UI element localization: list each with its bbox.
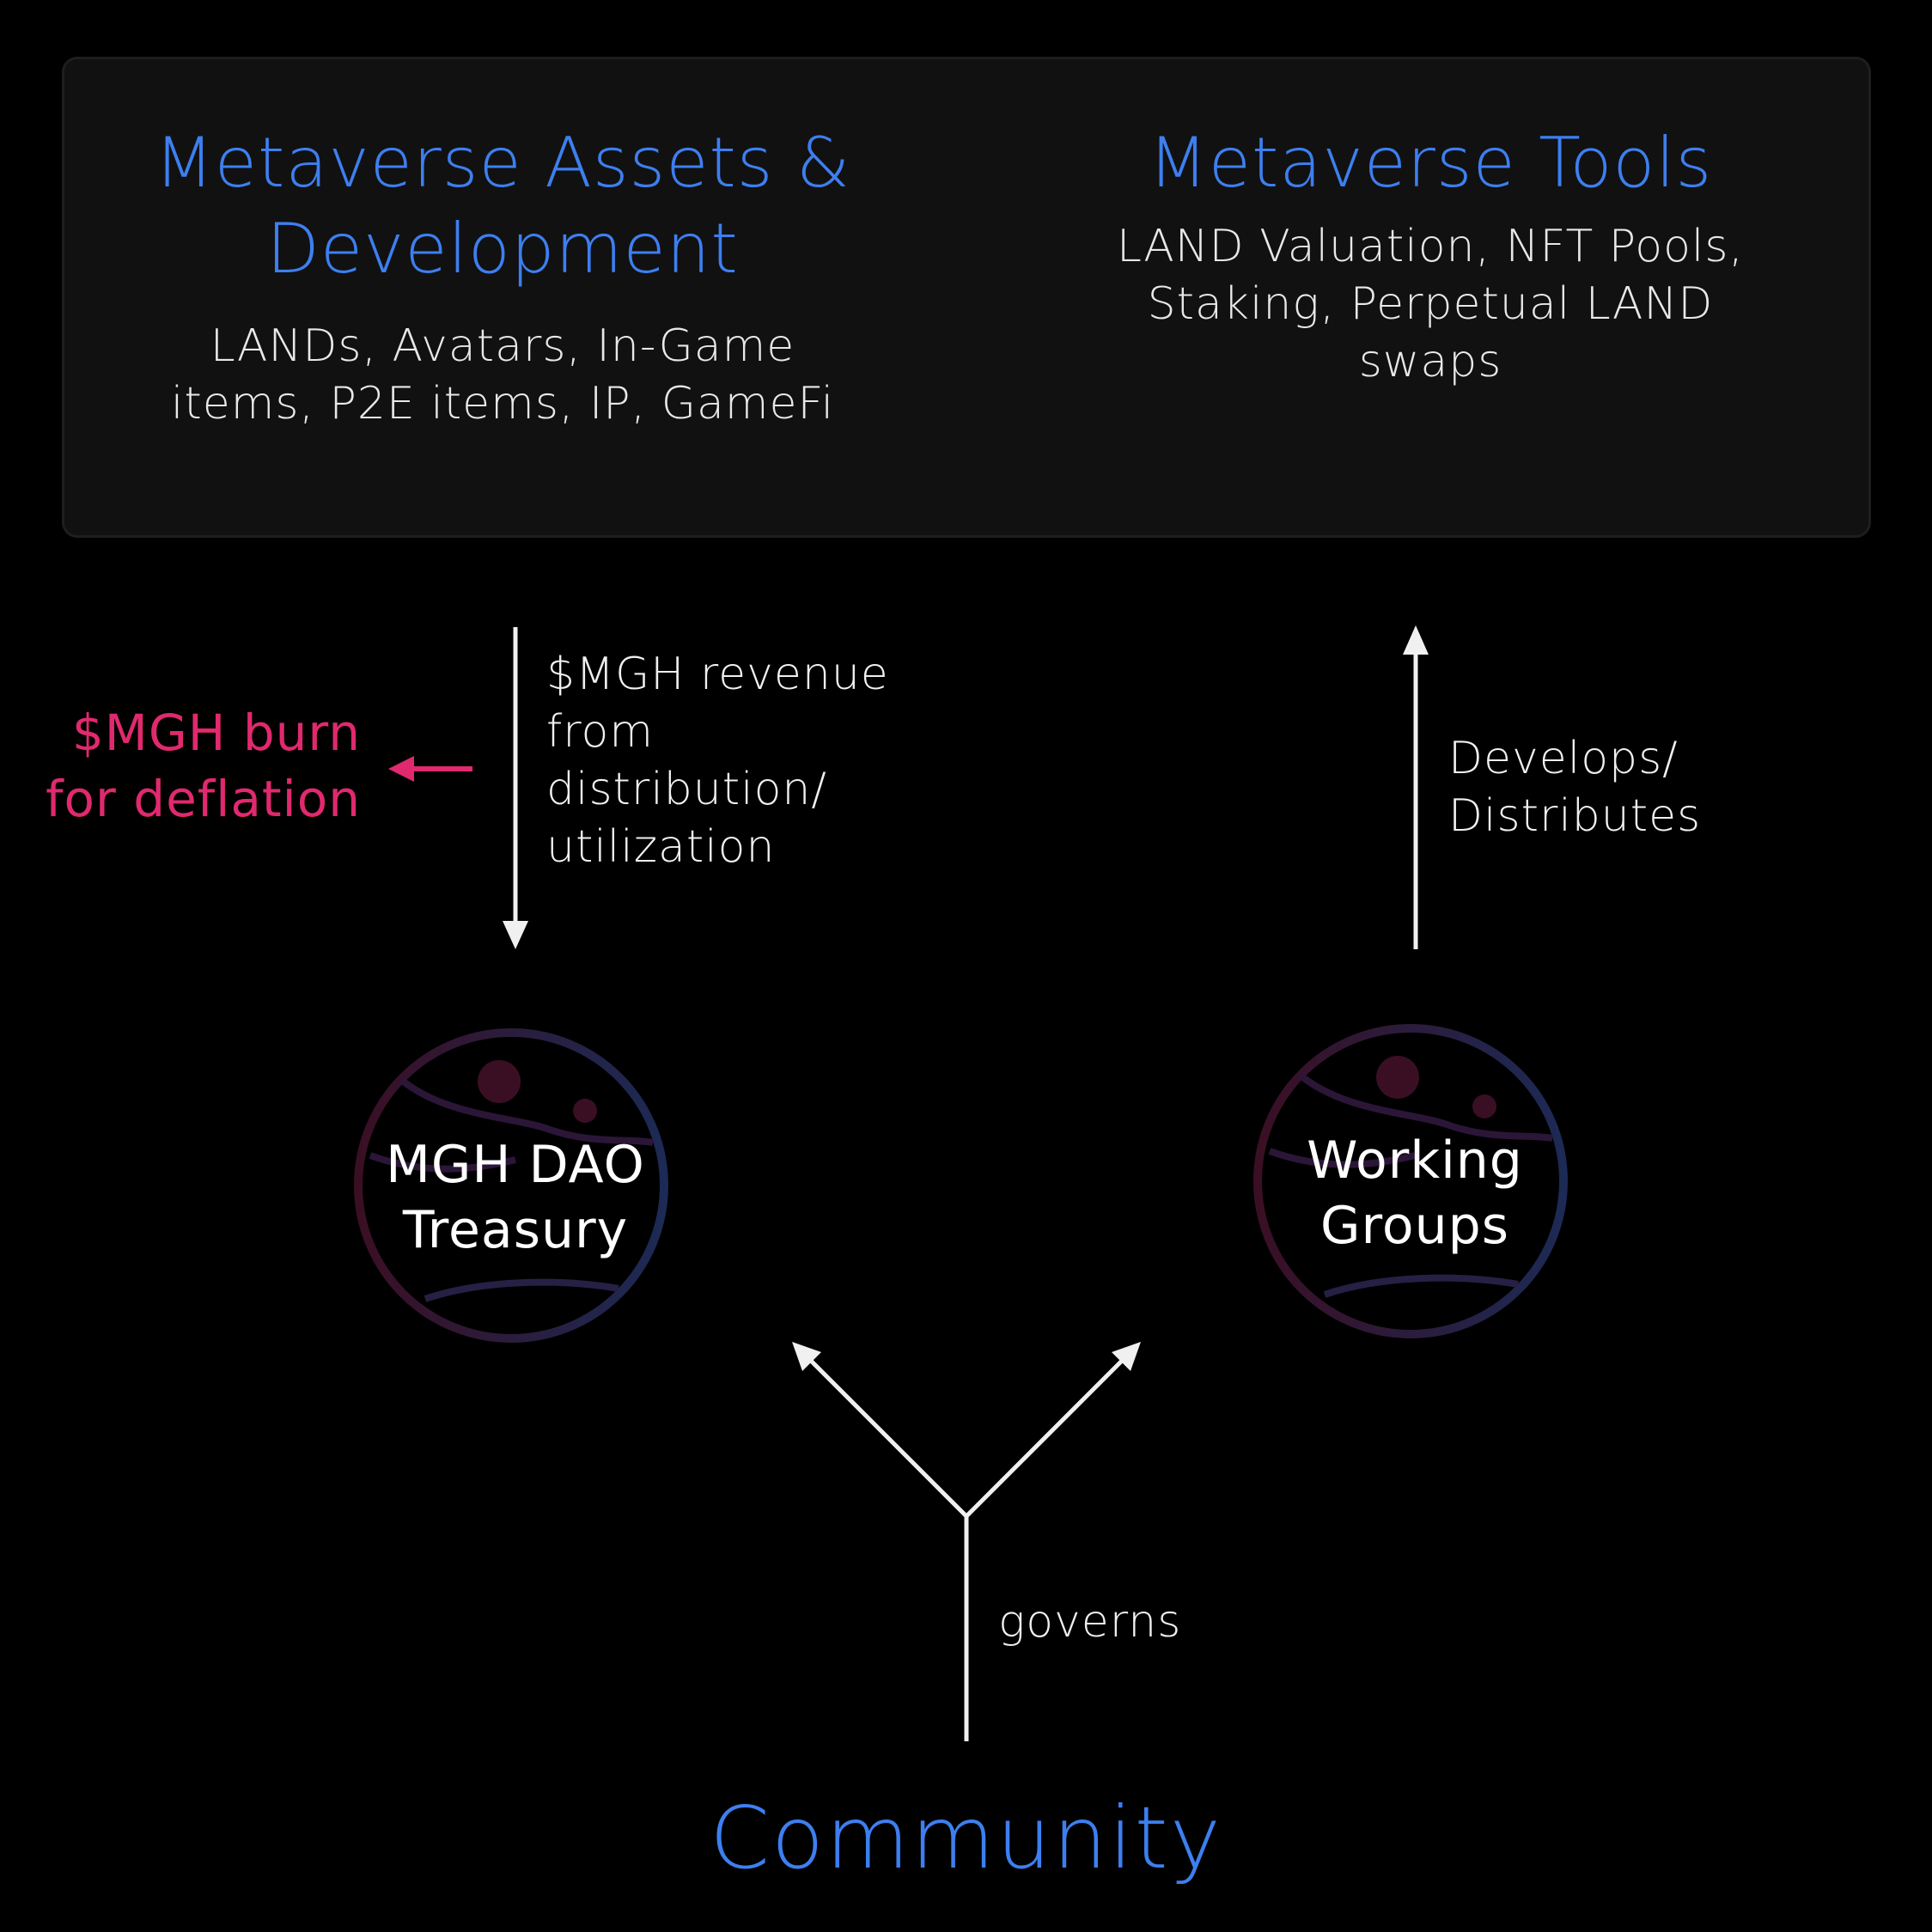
- tools-desc-line3: swaps: [1358, 336, 1502, 387]
- treasury-line2: Treasury: [402, 1200, 629, 1260]
- revenue-label: $MGH revenue from distribution/ utilizat…: [546, 646, 889, 876]
- treasury-line1: MGH DAO: [386, 1135, 645, 1195]
- top-panel: [62, 57, 1871, 538]
- arrow-down-icon: [503, 627, 528, 949]
- tools-title: Metaverse Tools: [1148, 123, 1713, 203]
- burn-line2: for deflation: [46, 770, 361, 828]
- develops-line1: Develops/: [1448, 733, 1679, 784]
- working-groups-line2: Groups: [1320, 1196, 1509, 1256]
- burn-label: $MGH burn for deflation: [17, 700, 361, 832]
- revenue-line4: utilization: [546, 821, 776, 873]
- develops-line2: Distributes: [1448, 790, 1702, 842]
- assets-desc-line2: items, P2E items, IP, GameFi: [170, 378, 835, 430]
- assets-title-line2: Development: [266, 209, 739, 289]
- arrow-diagonal-icon: [792, 1342, 1141, 1741]
- tools-desc-line2: Staking, Perpetual LAND: [1147, 278, 1714, 330]
- community-title: Community: [710, 1788, 1222, 1888]
- arrow-up-icon: [1403, 625, 1429, 949]
- develops-label: Develops/ Distributes: [1448, 730, 1701, 845]
- revenue-line3: distribution/: [546, 764, 827, 815]
- arrow-left-icon: [388, 756, 472, 782]
- revenue-line2: from: [546, 706, 655, 758]
- assets-desc-line1: LANDs, Avatars, In-Game: [210, 320, 795, 372]
- working-groups-node: Working Groups: [1239, 1128, 1591, 1259]
- assets-title-line1: Metaverse Assets &: [154, 123, 851, 203]
- treasury-node: MGH DAO Treasury: [339, 1132, 692, 1263]
- working-groups-line1: Working: [1307, 1131, 1523, 1191]
- tools-desc-line1: LAND Valuation, NFT Pools,: [1117, 221, 1744, 272]
- globe-icon: [354, 1028, 668, 1343]
- metaverse-tools-block: Metaverse Tools LAND Valuation, NFT Pool…: [1057, 120, 1804, 391]
- revenue-line1: $MGH revenue: [546, 649, 889, 700]
- globe-icon: [1253, 1024, 1568, 1338]
- governs-label: governs: [998, 1596, 1182, 1648]
- burn-line1: $MGH burn: [71, 704, 361, 762]
- assets-development-block: Metaverse Assets & Development LANDs, Av…: [103, 120, 902, 433]
